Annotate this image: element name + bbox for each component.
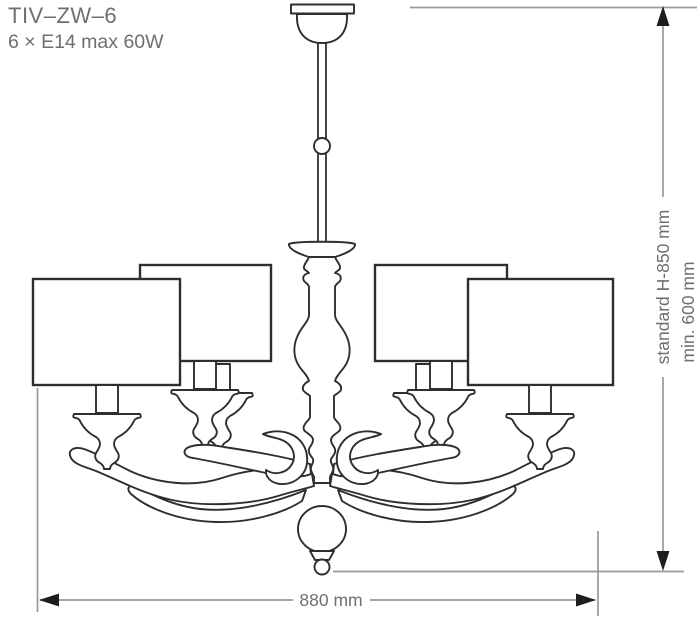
product-code-label: TIV–ZW–6: [8, 3, 117, 28]
arrow-down-icon: [656, 551, 670, 571]
width-dimension: 880 mm: [36, 388, 599, 616]
shade-front-left: [31, 277, 182, 387]
arrow-left-icon: [39, 593, 59, 607]
center-column: [288, 240, 356, 576]
rod-ball: [313, 137, 331, 155]
height-standard-label: standard H-850 mm: [653, 210, 673, 365]
height-min-label: min. 600 mm: [678, 261, 698, 362]
chandelier-drawing: [31, 3, 615, 576]
ceiling-canopy: [290, 3, 355, 243]
arrow-right-icon: [576, 593, 596, 607]
lamp-spec-label: 6 × E14 max 60W: [8, 31, 164, 53]
bottom-finial-ball: [313, 558, 331, 576]
arrow-up-icon: [656, 6, 670, 26]
header: TIV–ZW–6 6 × E14 max 60W: [8, 3, 164, 53]
bottom-sphere: [297, 505, 347, 553]
shade-front-right: [466, 277, 615, 387]
width-label: 880 mm: [299, 590, 362, 610]
height-dimension: standard H-850 mm min. 600 mm: [333, 6, 698, 573]
front-shades: [31, 277, 615, 470]
